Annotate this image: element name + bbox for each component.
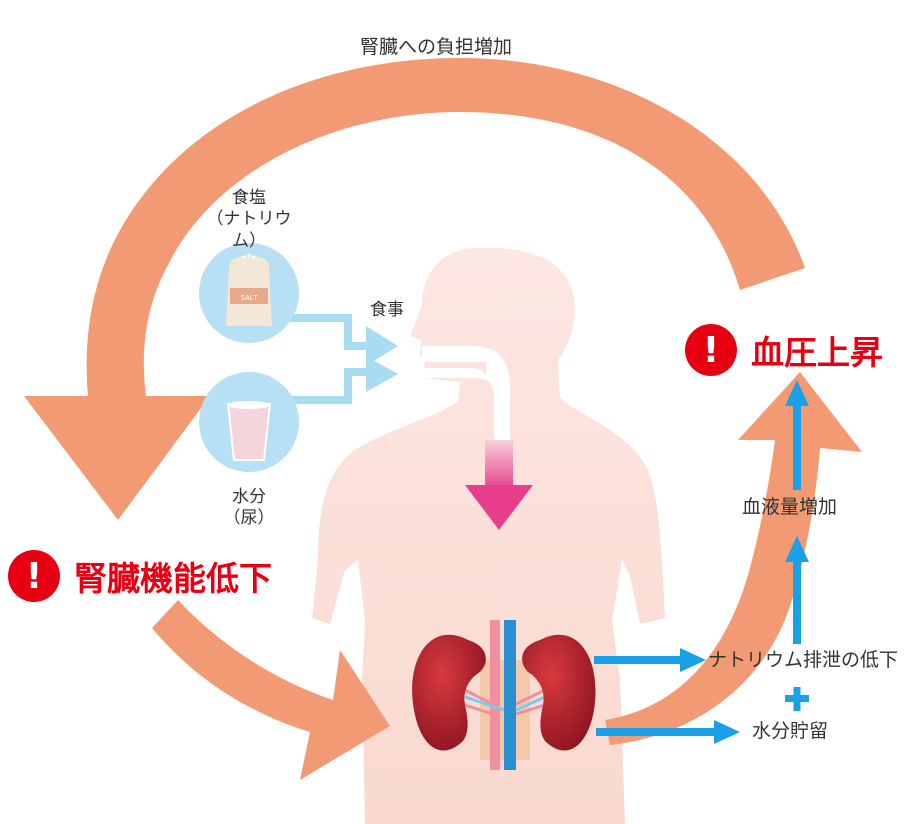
alert-blood-pressure: ! 血圧上昇 bbox=[685, 324, 883, 376]
cycle-arrow-lower-left bbox=[152, 600, 390, 780]
alert-kidney-dysfunction: ! 腎臓機能低下 bbox=[8, 550, 272, 602]
water-intake-arrow-head bbox=[366, 356, 398, 392]
salt-shaker-label: SALT bbox=[241, 295, 259, 302]
water-glass-icon bbox=[228, 401, 270, 460]
digestion-arrow-shaft bbox=[485, 440, 513, 490]
alert-kidney-text: 腎臓機能低下 bbox=[74, 552, 272, 600]
label-blood-volume: 血液量増加 bbox=[742, 496, 837, 520]
exclamation-icon: ! bbox=[685, 324, 737, 376]
label-water: 水分 （尿） bbox=[219, 487, 279, 530]
label-sodium-excretion: ナトリウム排泄の低下 bbox=[708, 649, 898, 673]
alert-bp-text: 血圧上昇 bbox=[751, 326, 883, 374]
label-burden-increase: 腎臓への負担増加 bbox=[360, 36, 512, 60]
label-water-retention: 水分貯留 bbox=[752, 720, 828, 744]
exclamation-icon: ! bbox=[8, 550, 60, 602]
label-meal: 食事 bbox=[370, 300, 404, 321]
salt-shaker-icon bbox=[226, 254, 272, 327]
label-salt: 食塩 （ナトリウム） bbox=[196, 188, 302, 252]
